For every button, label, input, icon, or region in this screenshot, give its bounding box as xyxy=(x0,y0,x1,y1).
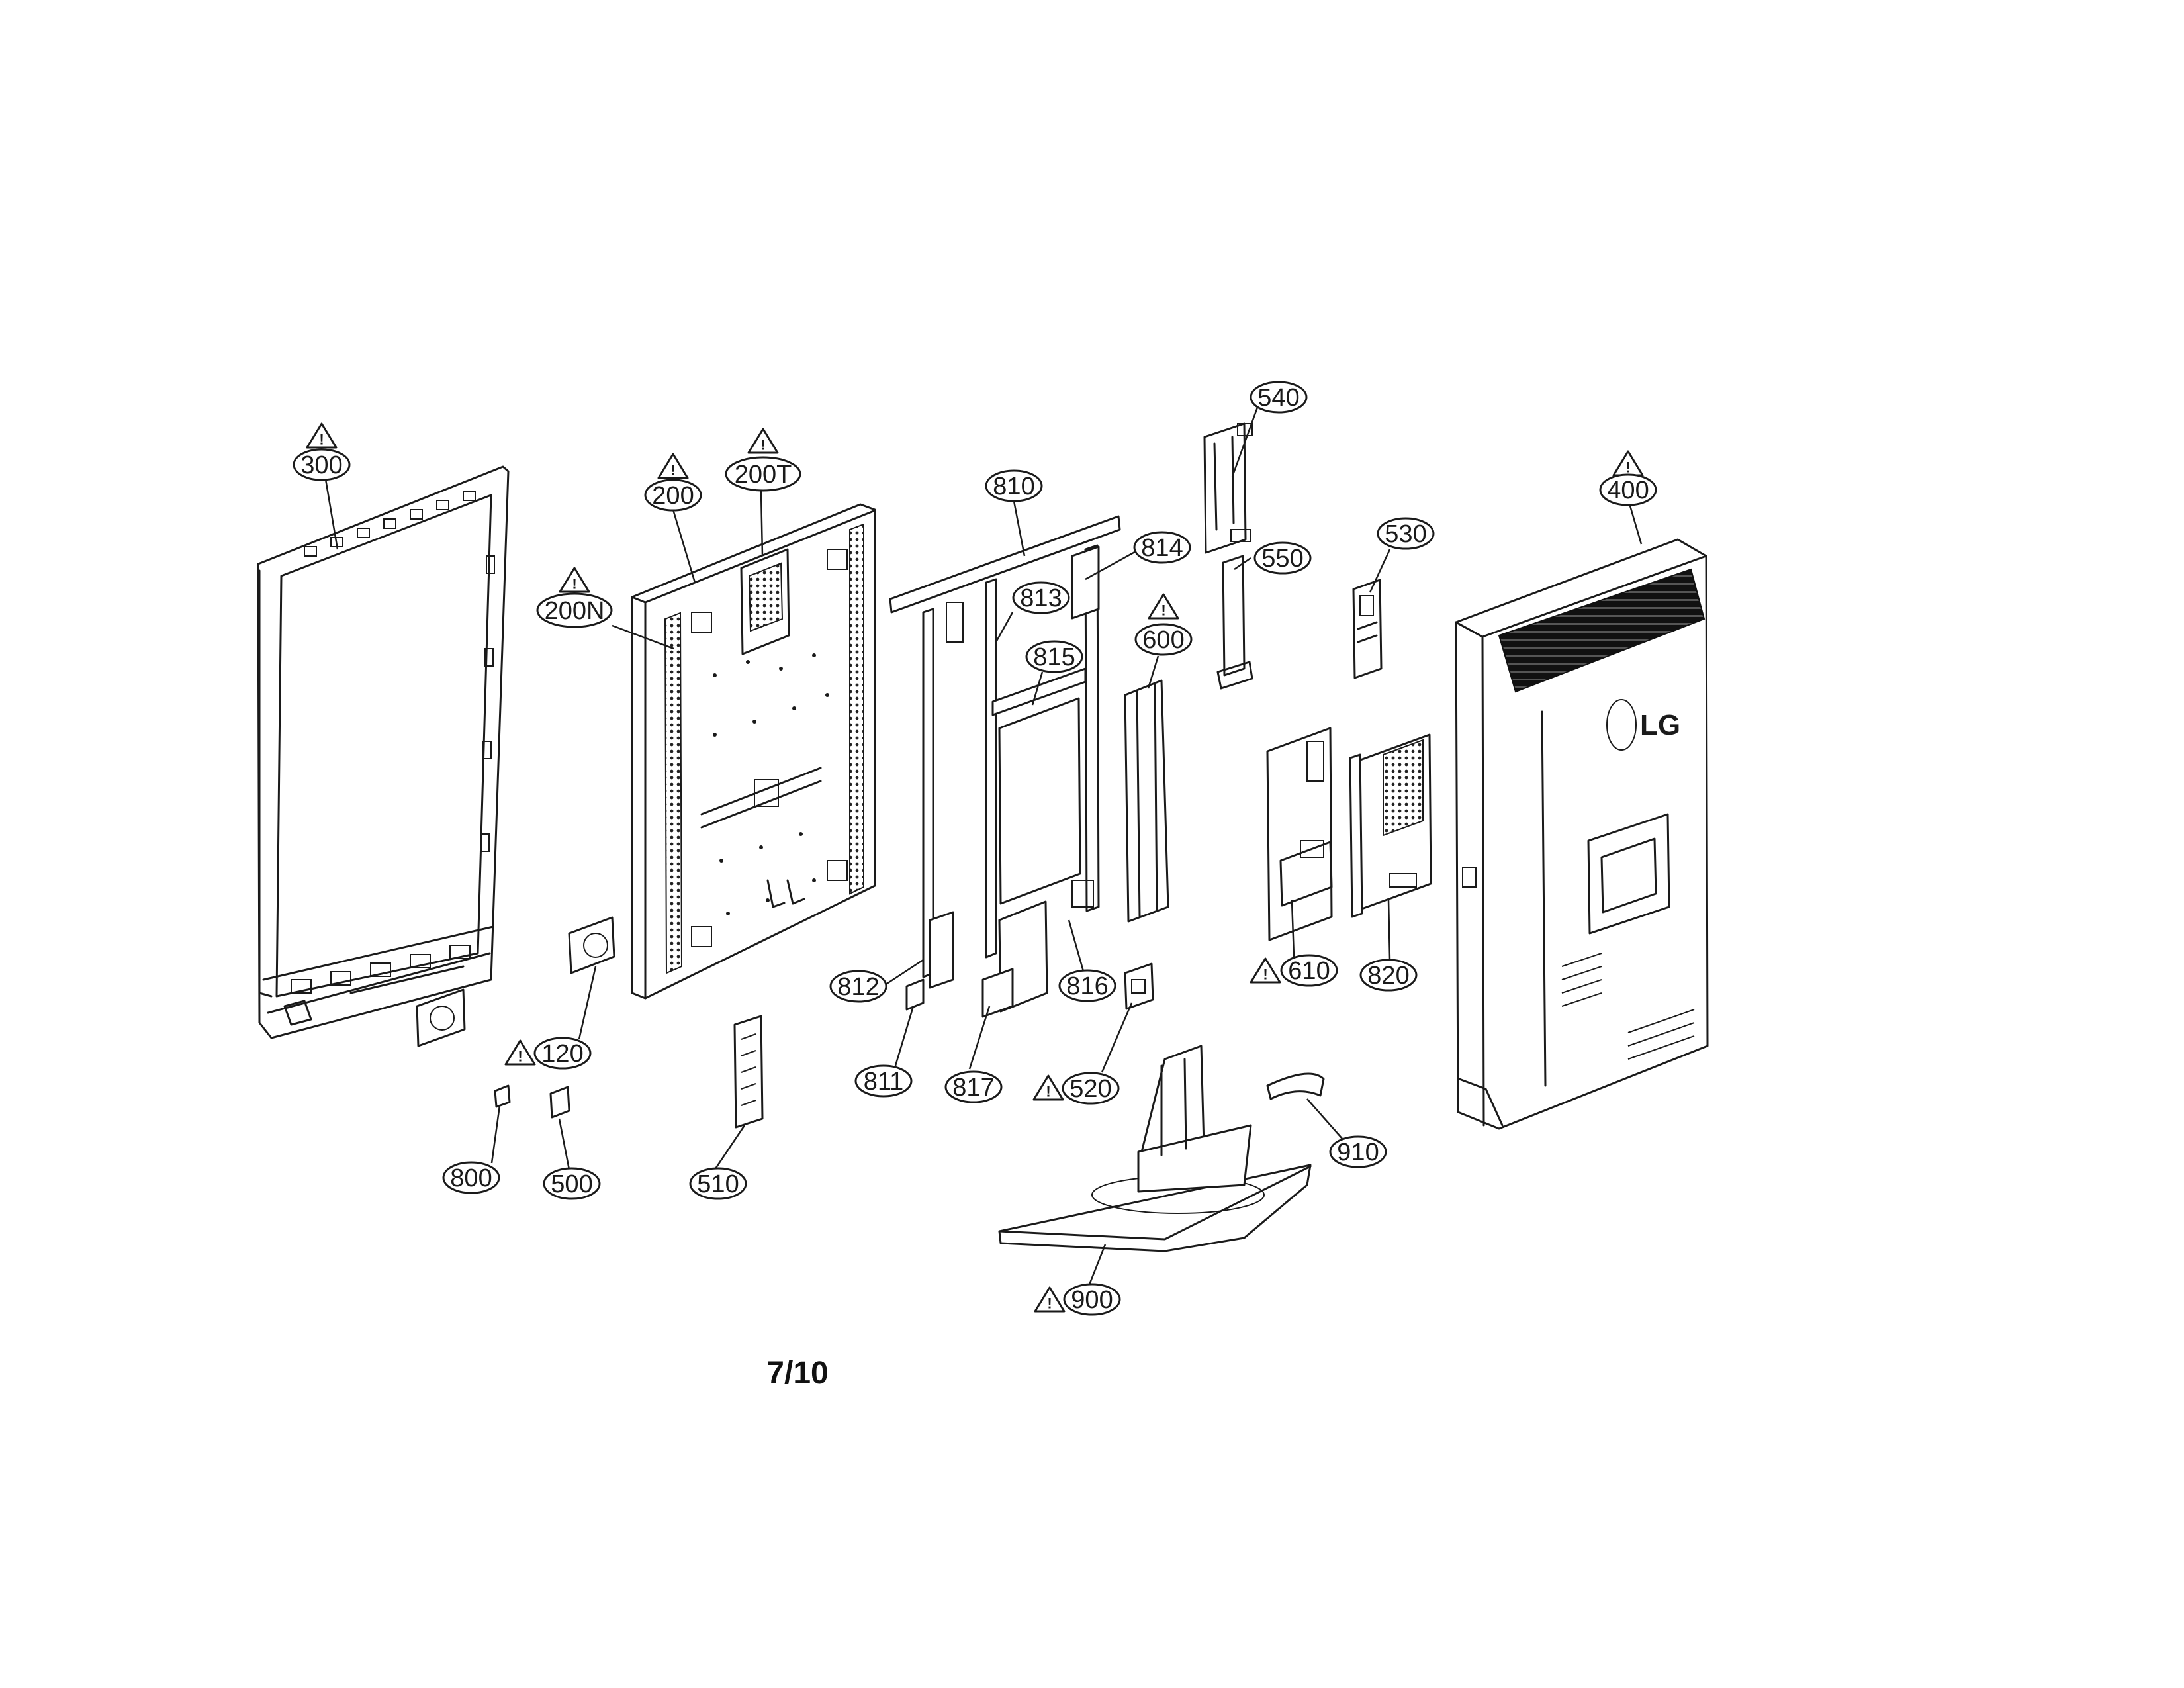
svg-text:!: ! xyxy=(1263,966,1267,983)
warning-triangle-icon xyxy=(1250,957,1281,984)
callout-813: 813 xyxy=(1012,581,1070,614)
callout-815: 815 xyxy=(1025,640,1083,673)
callout-400: ! 400 xyxy=(1599,450,1657,506)
callout-820: 820 xyxy=(1359,959,1418,992)
svg-text:520: 520 xyxy=(1069,1075,1111,1103)
svg-text:800: 800 xyxy=(450,1164,492,1192)
svg-text:817: 817 xyxy=(952,1074,994,1102)
svg-text:815: 815 xyxy=(1033,643,1075,671)
svg-text:!: ! xyxy=(1046,1084,1050,1100)
shield-board-820-part xyxy=(1349,733,1432,918)
warning-triangle-icon xyxy=(559,567,590,593)
callout-labels: ! 300 ! 200 ! 200T ! 200N 810 xyxy=(293,381,1657,1316)
svg-text:120: 120 xyxy=(541,1040,583,1068)
callout-910: 910 xyxy=(1329,1135,1387,1168)
warning-triangle-icon xyxy=(1034,1286,1066,1313)
svg-text:400: 400 xyxy=(1607,477,1649,504)
side-bar-600-part xyxy=(1124,679,1169,923)
bracket-550-part xyxy=(1216,555,1253,690)
part-500-shape xyxy=(549,1086,570,1119)
callout-540: 540 xyxy=(1250,381,1308,414)
svg-text:600: 600 xyxy=(1142,626,1184,654)
svg-text:610: 610 xyxy=(1288,957,1330,985)
svg-text:813: 813 xyxy=(1020,585,1062,612)
svg-text:510: 510 xyxy=(697,1170,739,1198)
callout-520: ! 520 xyxy=(1032,1072,1120,1105)
svg-text:300: 300 xyxy=(300,451,342,479)
svg-text:820: 820 xyxy=(1367,962,1409,990)
cover-910-part xyxy=(1266,1072,1325,1100)
callout-812: 812 xyxy=(829,970,887,1003)
callout-811: 811 xyxy=(854,1064,913,1098)
callout-200N: ! 200N xyxy=(536,567,613,628)
callout-817: 817 xyxy=(944,1070,1003,1103)
rear-cover-400-part: LG xyxy=(1455,538,1709,1130)
warning-triangle-icon xyxy=(306,422,338,449)
bracket-540-part xyxy=(1203,422,1253,554)
callout-500: 500 xyxy=(543,1167,601,1200)
callout-900: ! 900 xyxy=(1034,1283,1121,1316)
svg-text:200: 200 xyxy=(652,482,694,510)
svg-text:816: 816 xyxy=(1066,972,1108,1000)
stand-base-900-part xyxy=(998,1045,1312,1252)
speaker-120-part xyxy=(416,916,615,1047)
callout-530: 530 xyxy=(1377,517,1435,550)
part-800-shape xyxy=(494,1084,511,1108)
callout-814: 814 xyxy=(1133,531,1191,564)
callout-816: 816 xyxy=(1058,969,1116,1002)
warning-triangle-icon xyxy=(747,428,779,454)
svg-text:810: 810 xyxy=(993,473,1034,500)
part-510-shape xyxy=(733,1015,764,1129)
svg-text:910: 910 xyxy=(1337,1139,1379,1166)
svg-text:!: ! xyxy=(1161,602,1165,619)
svg-text:200T: 200T xyxy=(735,461,792,489)
callout-810: 810 xyxy=(985,469,1043,502)
svg-text:!: ! xyxy=(518,1049,522,1065)
callout-120: ! 120 xyxy=(504,1037,592,1070)
support-frame-assembly-part xyxy=(889,515,1121,1018)
callout-300: ! 300 xyxy=(293,422,351,481)
callout-800: 800 xyxy=(442,1161,500,1194)
front-cabinet-bezel-part xyxy=(257,465,510,1039)
svg-text:200N: 200N xyxy=(545,597,605,625)
warning-triangle-icon xyxy=(657,453,689,479)
brand-logo-text: LG xyxy=(1640,709,1680,741)
warning-triangle-icon xyxy=(504,1039,536,1066)
callout-200T: ! 200T xyxy=(725,428,801,492)
callout-200: ! 200 xyxy=(644,453,702,512)
main-board-610-part xyxy=(1266,727,1333,941)
callout-510: 510 xyxy=(689,1167,747,1200)
svg-text:!: ! xyxy=(670,462,675,479)
svg-text:!: ! xyxy=(1625,459,1630,476)
small-board-530-part xyxy=(1352,579,1383,679)
svg-text:530: 530 xyxy=(1385,520,1426,548)
svg-text:811: 811 xyxy=(864,1068,904,1096)
lcd-panel-module-part xyxy=(631,503,876,1000)
svg-text:814: 814 xyxy=(1141,534,1183,562)
warning-triangle-icon xyxy=(1148,593,1179,620)
page-number: 7/10 xyxy=(766,1356,828,1391)
callout-610: ! 610 xyxy=(1250,954,1338,987)
leader-lines xyxy=(324,403,1643,1287)
callout-600: ! 600 xyxy=(1134,593,1193,656)
svg-text:812: 812 xyxy=(837,973,879,1001)
svg-text:500: 500 xyxy=(551,1170,592,1198)
svg-text:!: ! xyxy=(1047,1295,1052,1312)
svg-text:900: 900 xyxy=(1071,1286,1113,1314)
warning-triangle-icon xyxy=(1032,1074,1064,1101)
svg-text:!: ! xyxy=(319,432,324,448)
svg-text:!: ! xyxy=(572,576,576,592)
svg-text:!: ! xyxy=(760,437,765,453)
small-parts-group xyxy=(494,1015,764,1129)
callout-550: 550 xyxy=(1253,541,1312,575)
svg-text:550: 550 xyxy=(1261,545,1303,573)
part-520 xyxy=(1124,962,1154,1010)
svg-text:540: 540 xyxy=(1257,384,1299,412)
